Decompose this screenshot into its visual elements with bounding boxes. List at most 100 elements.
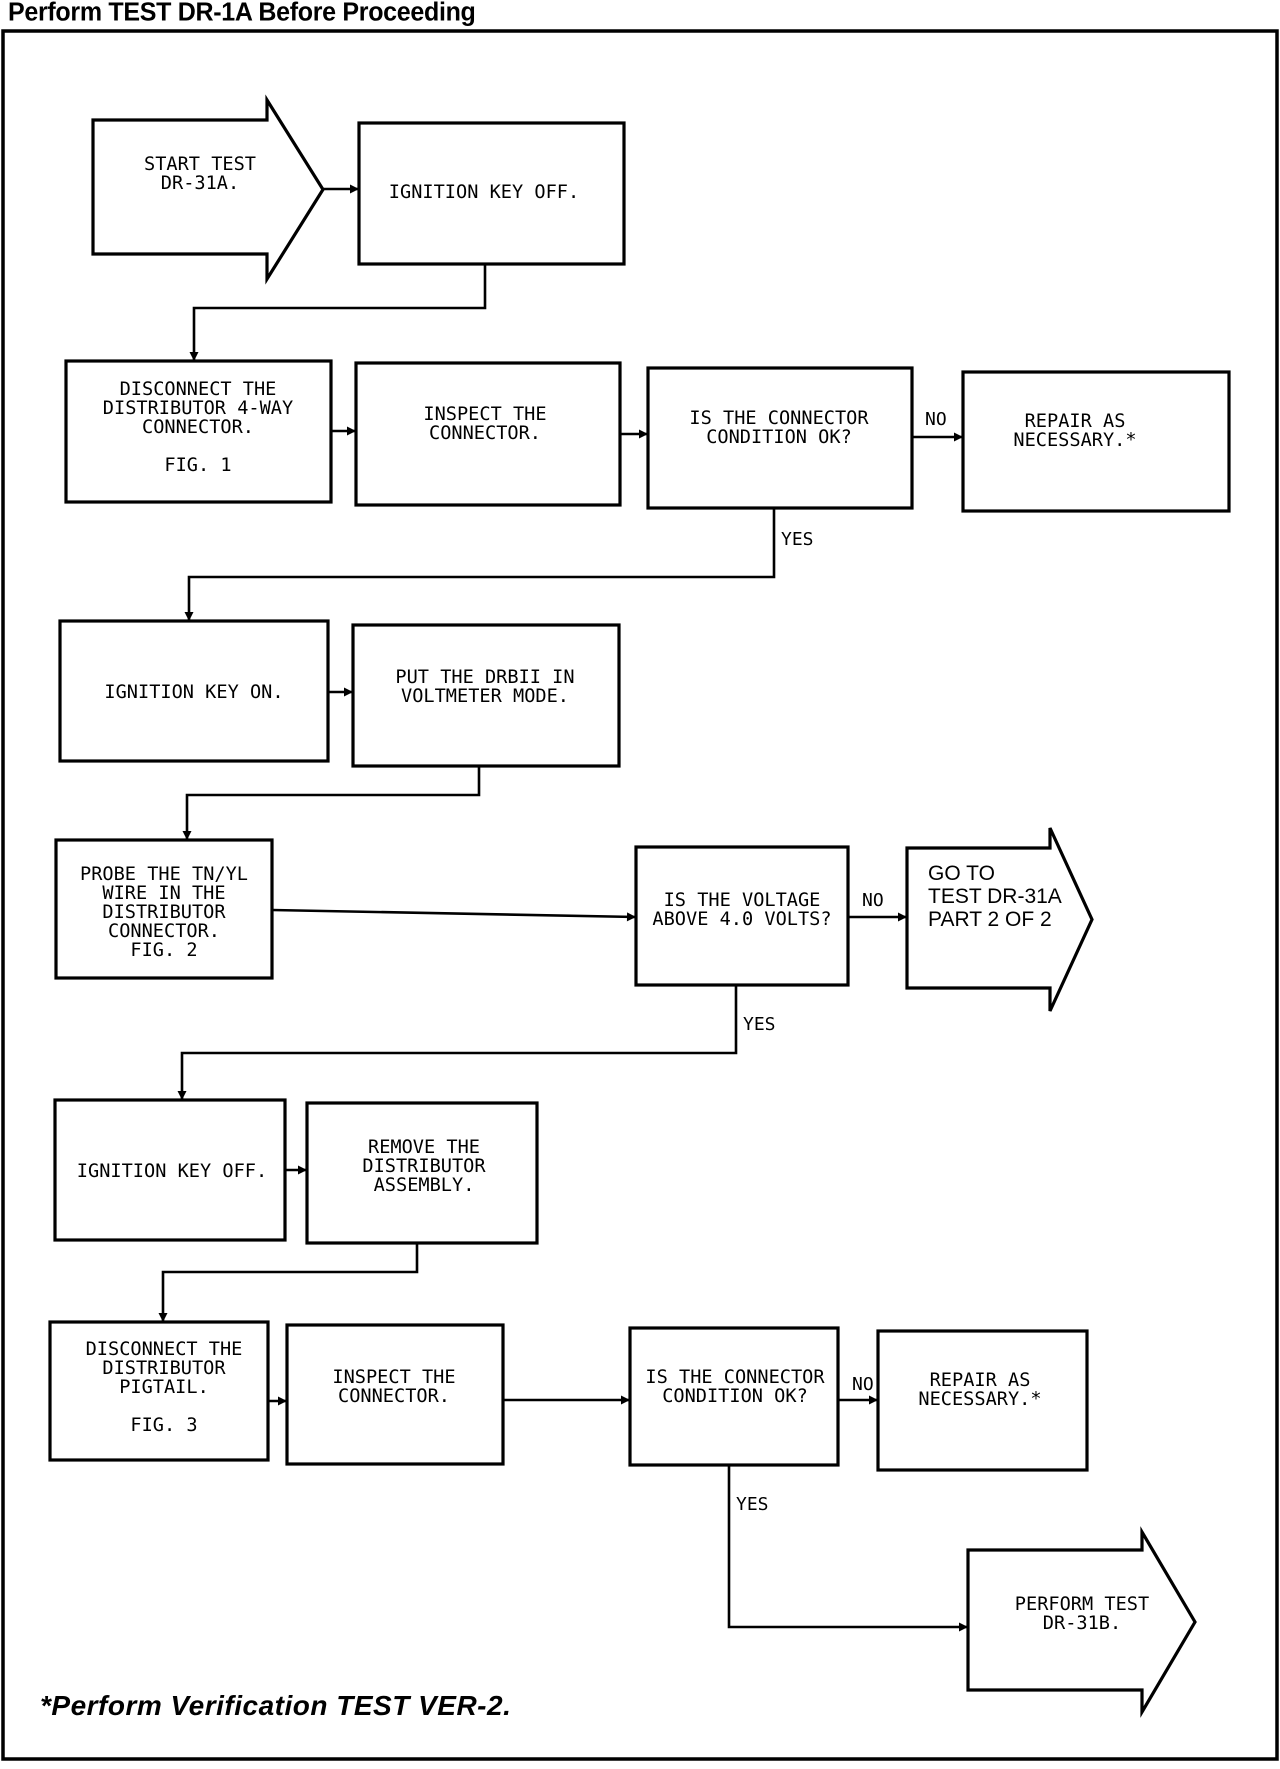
arrowhead-icon bbox=[626, 912, 636, 922]
edges-layer: NO YES NO YES NO YES bbox=[158, 184, 968, 1632]
node-text-line: START TEST bbox=[144, 153, 256, 175]
node-text-line: WIRE IN THE bbox=[102, 882, 225, 904]
node-text-line: DISCONNECT THE bbox=[86, 1338, 243, 1360]
node-text-line: CONDITION OK? bbox=[706, 426, 852, 448]
node-text-line: FIG. 2 bbox=[130, 939, 197, 961]
arrowhead-icon bbox=[954, 432, 963, 442]
edge-inspect_1-to-decision_1 bbox=[620, 429, 648, 439]
connector-line bbox=[161, 1243, 419, 1322]
process-box bbox=[54, 838, 274, 980]
page-title: Perform TEST DR-1A Before Proceeding bbox=[8, 0, 476, 27]
edge-decision_2-to-perform_31b: YES bbox=[727, 1465, 968, 1632]
node-text-line: INSPECT THE bbox=[423, 403, 546, 425]
arrowhead-icon bbox=[177, 1091, 187, 1100]
terminal-arrow-shape bbox=[91, 94, 325, 285]
process-box bbox=[357, 121, 626, 266]
decision-box bbox=[628, 1326, 840, 1467]
connector-line bbox=[185, 766, 481, 840]
node-text-line: CONNECTOR. bbox=[142, 416, 254, 438]
node-text-line: IS THE CONNECTOR bbox=[645, 1366, 825, 1388]
terminal-arrow-shape bbox=[905, 827, 1094, 1012]
node-text-line: FIG. 3 bbox=[130, 1414, 197, 1436]
arrowhead-icon bbox=[639, 429, 648, 439]
node-text-line: DISTRIBUTOR bbox=[102, 1357, 226, 1379]
terminal-arrow-shape bbox=[966, 1526, 1197, 1718]
node-text-line: REMOVE THE bbox=[368, 1136, 480, 1158]
process-box bbox=[876, 1329, 1089, 1472]
edge-label-no: NO bbox=[852, 1374, 874, 1395]
edge-decision_1-to-repair_1: NO bbox=[912, 409, 963, 442]
process-box bbox=[48, 1320, 270, 1462]
edge-probe-to-decision_volt bbox=[271, 908, 637, 922]
node-ign-off-1: IGNITION KEY OFF. bbox=[357, 121, 626, 266]
node-text-line: VOLTMETER MODE. bbox=[401, 685, 569, 707]
edge-decision_volt-to-ign_off_2: YES bbox=[177, 985, 776, 1100]
process-box bbox=[351, 623, 621, 768]
edge-label-yes: YES bbox=[743, 1014, 776, 1035]
node-text-line: GO TO bbox=[928, 862, 995, 885]
edge-label-no: NO bbox=[925, 409, 947, 430]
node-text-line: DISTRIBUTOR 4-WAY bbox=[103, 397, 294, 419]
node-text-line: DR-31A. bbox=[161, 172, 239, 194]
node-text-line: REPAIR AS bbox=[930, 1369, 1031, 1391]
node-text-line: TEST DR-31A bbox=[928, 885, 1062, 908]
edge-ign_off_2-to-remove_dist bbox=[285, 1165, 307, 1175]
arrowhead-icon bbox=[898, 912, 907, 922]
arrowhead-icon bbox=[184, 612, 194, 621]
edge-ign_on-to-drbii_mode bbox=[328, 687, 353, 697]
arrowhead-icon bbox=[621, 1395, 630, 1405]
arrowhead-icon bbox=[298, 1165, 307, 1175]
process-box bbox=[354, 361, 622, 507]
node-text-line: PART 2 OF 2 bbox=[928, 908, 1052, 931]
node-text-line: FIG. 1 bbox=[164, 454, 231, 476]
node-text-line: CONNECTOR. bbox=[429, 422, 541, 444]
footnote: *Perform Verification TEST VER-2. bbox=[40, 1690, 512, 1721]
edge-label-no: NO bbox=[862, 890, 884, 911]
node-text-line: IGNITION KEY OFF. bbox=[77, 1160, 267, 1182]
arrowhead-icon bbox=[189, 352, 199, 361]
edge-remove_dist-to-disconnect_pigtail bbox=[158, 1243, 419, 1322]
node-text-line: DISTRIBUTOR bbox=[362, 1155, 486, 1177]
process-box bbox=[53, 1098, 287, 1242]
edge-decision_2-to-repair_2: NO bbox=[838, 1374, 878, 1405]
node-text-line: PERFORM TEST bbox=[1015, 1593, 1149, 1615]
node-text-line: IS THE VOLTAGE bbox=[664, 889, 821, 911]
node-text-line: CONNECTOR. bbox=[338, 1385, 450, 1407]
node-text-line: CONNECTOR. bbox=[108, 920, 220, 942]
node-text-line: INSPECT THE bbox=[332, 1366, 455, 1388]
node-text-line: DR-31B. bbox=[1043, 1612, 1121, 1634]
node-ign-off-2: IGNITION KEY OFF. bbox=[53, 1098, 287, 1242]
edge-label-yes: YES bbox=[736, 1494, 769, 1515]
diagram-frame bbox=[1, 29, 1279, 1761]
process-box bbox=[58, 619, 330, 763]
node-text-line: IS THE CONNECTOR bbox=[689, 407, 869, 429]
edge-label-yes: YES bbox=[781, 529, 814, 550]
node-text-line: ASSEMBLY. bbox=[374, 1174, 475, 1196]
edge-drbii_mode-to-probe bbox=[182, 766, 481, 840]
decision-box bbox=[634, 845, 850, 987]
node-text-line: NECESSARY.* bbox=[918, 1388, 1041, 1410]
node-text-line: PUT THE DRBII IN bbox=[395, 666, 574, 688]
arrowhead-icon bbox=[158, 1313, 168, 1322]
edge-inspect_2-to-decision_2 bbox=[503, 1395, 630, 1405]
arrowhead-icon bbox=[278, 1396, 287, 1406]
edge-decision_1-to-ign_on: YES bbox=[184, 508, 814, 621]
node-text-line: DISCONNECT THE bbox=[120, 378, 277, 400]
node-text-line: NECESSARY.* bbox=[1013, 429, 1136, 451]
process-box bbox=[961, 370, 1231, 513]
node-text-line: DISTRIBUTOR bbox=[102, 901, 226, 923]
connector-line bbox=[192, 264, 487, 361]
